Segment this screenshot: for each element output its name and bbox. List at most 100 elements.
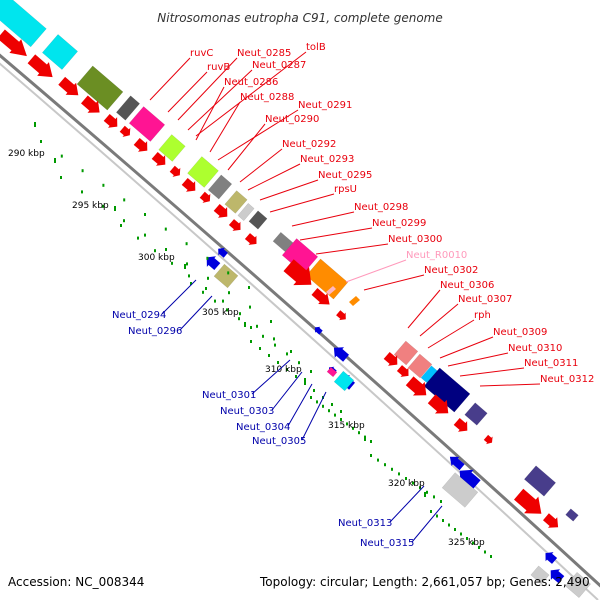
plus-gene-12 [228,219,241,231]
tick-dot [188,274,190,278]
leader-line [239,148,283,183]
tick-dot [123,219,125,223]
cog-block-2 [76,65,124,111]
tick-dot [484,550,486,554]
tick-label-6: 320 kbp [388,479,425,489]
cog-block-17 [423,367,471,413]
plus-gene-label: Neut_0287 [252,60,306,71]
minus-gene-label: Neut_0296 [128,326,182,337]
tick-dot [123,198,126,202]
plus-gene-23 [514,488,542,514]
plus-gene-22 [483,434,493,445]
leader-line [179,295,213,331]
tick-dot [171,261,173,265]
minus-gene-label: Neut_0315 [360,538,414,549]
plus-gene-label: Neut_0299 [372,218,426,229]
minus-cog-2 [326,366,338,378]
plus-gene-label: Neut_0295 [318,170,372,181]
tick-dot [384,463,386,467]
tick-dash [114,206,116,211]
minus-gene-label: Neut_0304 [236,422,290,433]
plus-gene-24 [543,513,559,528]
tick-dot [460,532,462,536]
minus-cog-6 [564,571,592,599]
tick-dot [286,352,288,356]
tick-dot [310,396,312,399]
tick-dot [228,291,230,295]
tick-dot [154,249,156,253]
tick-dot [144,213,146,216]
leader-line [195,51,307,137]
tick-dot [466,537,468,540]
leader-line [217,109,299,161]
tick-dot [60,154,63,158]
minus-gene-6 [449,456,465,471]
cog-block-10 [248,210,268,230]
plus-gene-label: Neut_0293 [300,154,354,165]
plus-gene-label: Neut_0298 [354,202,408,213]
topology-text: Topology: circular; Length: 2,661,057 bp… [259,575,590,589]
tick-dot [165,248,167,251]
leader-line [427,319,475,349]
leader-line [299,227,373,241]
tick-label-7: 325 kbp [448,538,485,548]
tick-dot [454,528,456,531]
tick-dot [290,350,292,353]
tick-dot [472,541,474,545]
tick-dash [244,322,246,327]
tick-dash [424,492,426,497]
tick-dot [144,233,146,237]
leader-line [247,163,301,191]
tick-dot [190,282,192,285]
tick-dot [310,370,312,373]
minus-gene-label: Neut_0305 [252,436,306,447]
tick-dot [205,287,207,290]
plus-gene-5 [119,125,131,137]
tick-dot [448,523,450,527]
plus-gene-9 [181,178,196,192]
tick-dot [227,271,230,275]
tick-dot [436,514,438,518]
plus-gene-label: rph [474,310,491,321]
leader-line [187,69,253,131]
leader-line [419,303,459,337]
plus-gene-label: tolB [306,42,326,53]
tick-dot [268,354,270,357]
minus-cog-1 [333,370,355,392]
plus-gene-11 [213,204,228,218]
leader-line [209,101,241,153]
tick-dot [164,227,167,231]
tick-label-5: 315 kbp [328,421,365,431]
leader-line [407,289,441,329]
cog-block-4 [128,106,166,142]
plus-gene-label: Neut_0311 [524,358,578,369]
leader-line [177,57,238,121]
tick-dot [405,477,407,480]
tick-dot [316,400,318,404]
plus-gene-label: Neut_0291 [298,100,352,111]
plus-gene-13 [244,233,257,245]
rrna-marker [349,296,360,306]
tick-dot [313,389,315,392]
tick-dot [340,418,342,421]
minus-gene-3 [333,347,349,362]
tick-dot [248,286,250,289]
gene-labels: ruvCruvBNeut_0285tolBNeut_0287Neut_0286N… [112,42,594,549]
minus-gene-label: Neut_0301 [202,390,256,401]
tick-dot [60,176,62,179]
tick-dot [490,555,492,558]
minus-gene-8 [545,552,558,564]
minus-gene-7 [459,469,481,491]
cog-block-14 [393,340,419,366]
leader-line [149,57,191,101]
leader-line [227,123,266,171]
plus-gene-label: Neut_R0010 [406,250,467,261]
cog-block-6 [187,156,219,188]
tick-dot [226,308,228,312]
pink-marker [326,286,336,295]
leader-line [259,179,319,201]
cog-block-18 [464,402,488,426]
tick-dot [358,431,360,435]
tick-dot [250,326,252,329]
